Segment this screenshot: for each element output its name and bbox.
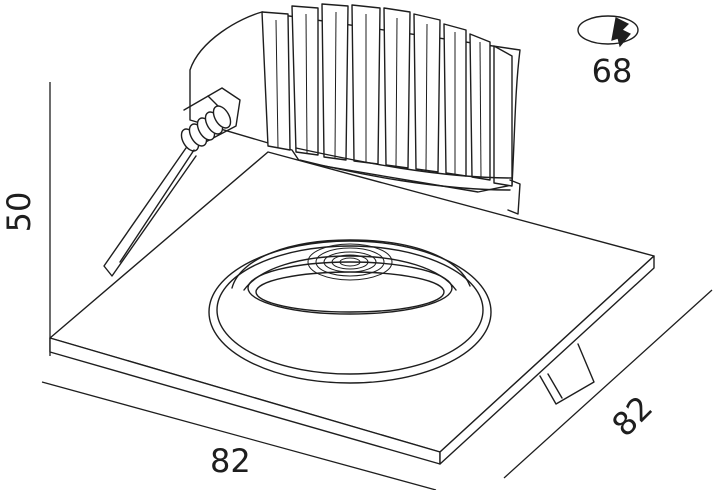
- spring-clip: [103, 87, 241, 277]
- heatsink-fin: [261, 11, 291, 151]
- width-front-dimension-label: 82: [210, 442, 251, 480]
- spring-leg-right: [539, 343, 595, 405]
- width-front-dimension: 82: [41, 381, 437, 490]
- flange-side-edge: [439, 255, 655, 465]
- lens-ring: [307, 243, 393, 281]
- cutout-diameter-icon: 68: [577, 15, 639, 90]
- reflector-cone: [231, 239, 471, 289]
- heatsink-base-ring: [299, 159, 511, 191]
- heatsink-fin: [493, 45, 513, 187]
- width-side-dimension-line: [503, 289, 713, 479]
- side-bracket: [507, 179, 521, 215]
- heatsink-fin: [321, 3, 349, 161]
- led-chip: [339, 257, 361, 267]
- heatsink: [189, 3, 521, 215]
- width-side-dimension-label: 82: [604, 388, 660, 444]
- cutout-hole-icon: [577, 15, 639, 45]
- reflector-edge: [247, 261, 453, 315]
- cutout-diameter-label: 68: [592, 52, 633, 90]
- width-front-dimension-line: [41, 381, 437, 490]
- bezel-reflector: [208, 239, 492, 384]
- height-dimension-label: 50: [0, 192, 38, 233]
- height-dimension: 50: [0, 82, 51, 356]
- bezel-inner-rim: [216, 245, 484, 375]
- cutout-arrow-icon: [611, 17, 631, 48]
- heatsink-fin: [291, 5, 319, 156]
- spring-housing: [183, 87, 241, 147]
- spring-arm: [103, 147, 197, 277]
